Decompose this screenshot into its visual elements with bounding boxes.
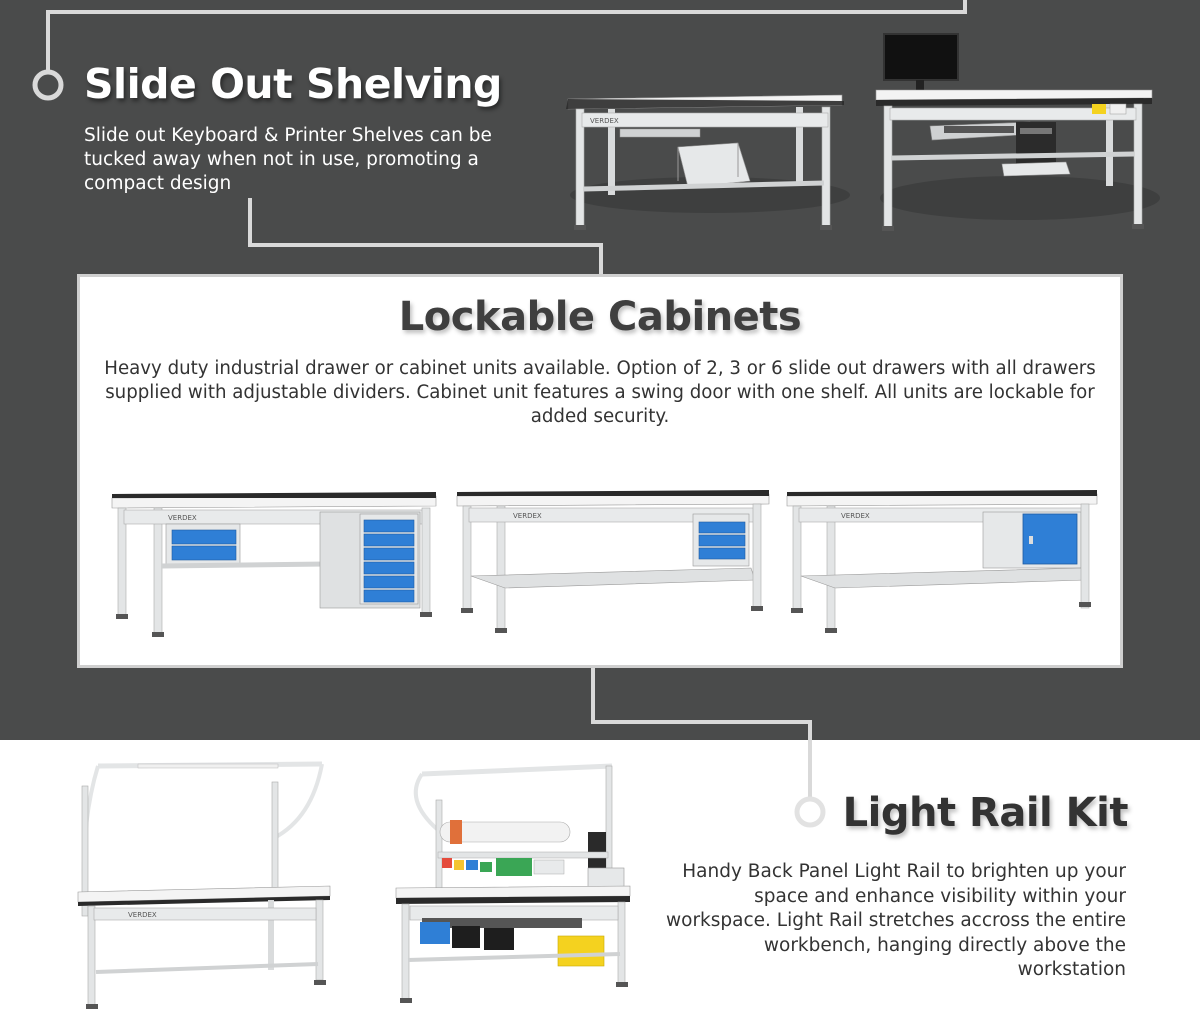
connector-line-top [46, 0, 967, 70]
brand-label: VERDEX [841, 512, 870, 520]
brand-label: VERDEX [513, 512, 542, 520]
brand-label: VERDEX [168, 514, 197, 522]
workbench-light-rail-image: VERDEX [77, 761, 331, 1009]
slide-out-title: Slide Out Shelving [84, 60, 502, 108]
slide-out-description: Slide out Keyboard & Printer Shelves can… [84, 125, 492, 194]
lockable-cabinets-title: Lockable Cabinets [398, 294, 802, 340]
workbench-packing-station-image [395, 763, 631, 1003]
lockable-cabinets-panel [77, 274, 1123, 668]
connector-line-middle [248, 198, 603, 276]
light-rail-title: Light Rail Kit [842, 790, 1129, 836]
workbench-computer-station-image [875, 33, 1160, 231]
light-rail-description: Handy Back Panel Light Rail to brighten … [666, 861, 1126, 980]
lockable-cabinets-description: Heavy duty industrial drawer or cabinet … [104, 358, 1096, 427]
brand-label: VERDEX [590, 117, 619, 125]
ring-bullet-icon [794, 796, 826, 828]
workbench-three-drawer-image: VERDEX [456, 490, 770, 633]
brand-label: VERDEX [128, 911, 157, 919]
connector-line-bottom [591, 668, 812, 797]
ring-bullet-icon [32, 69, 64, 101]
workbench-swing-door-cabinet-image: VERDEX [786, 490, 1098, 633]
workbench-slide-out-shelf-image: VERDEX [566, 94, 850, 230]
workbench-six-drawer-cabinet-image: VERDEX [111, 492, 437, 637]
